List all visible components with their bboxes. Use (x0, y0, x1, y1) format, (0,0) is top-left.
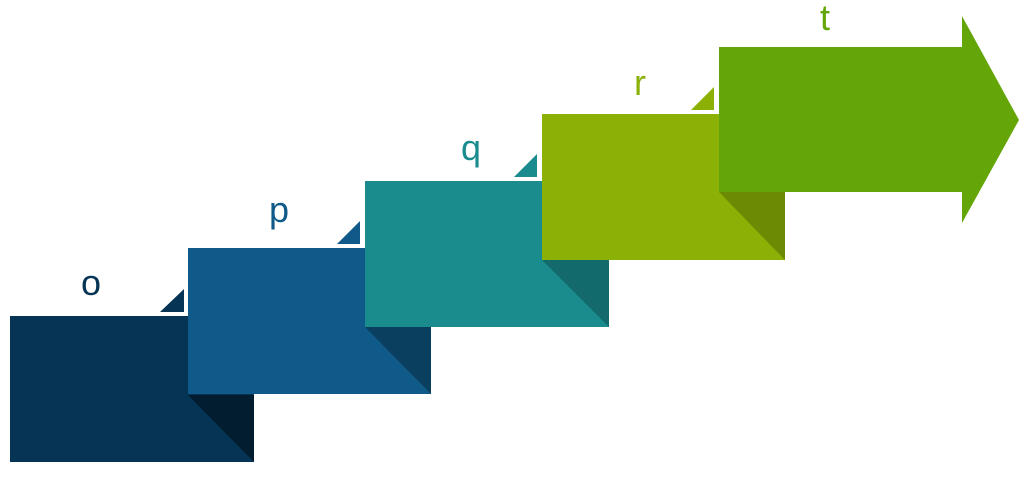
step-o-label: o (81, 262, 101, 303)
step-q-corner-tab (514, 154, 537, 177)
step-r-label: r (634, 62, 646, 103)
step-t: t (719, 0, 1019, 223)
step-q-label: q (461, 127, 481, 168)
step-r-fold-shadow (719, 192, 785, 260)
step-t-arrow (719, 16, 1019, 223)
step-o-fold-shadow (188, 395, 254, 462)
step-q-fold-shadow (542, 260, 609, 327)
step-p-fold-shadow (365, 327, 431, 394)
step-t-label: t (820, 0, 830, 38)
step-p-label: p (269, 189, 289, 230)
step-r-corner-tab (691, 87, 714, 110)
step-o-corner-tab (160, 289, 184, 312)
step-p-corner-tab (337, 221, 360, 244)
